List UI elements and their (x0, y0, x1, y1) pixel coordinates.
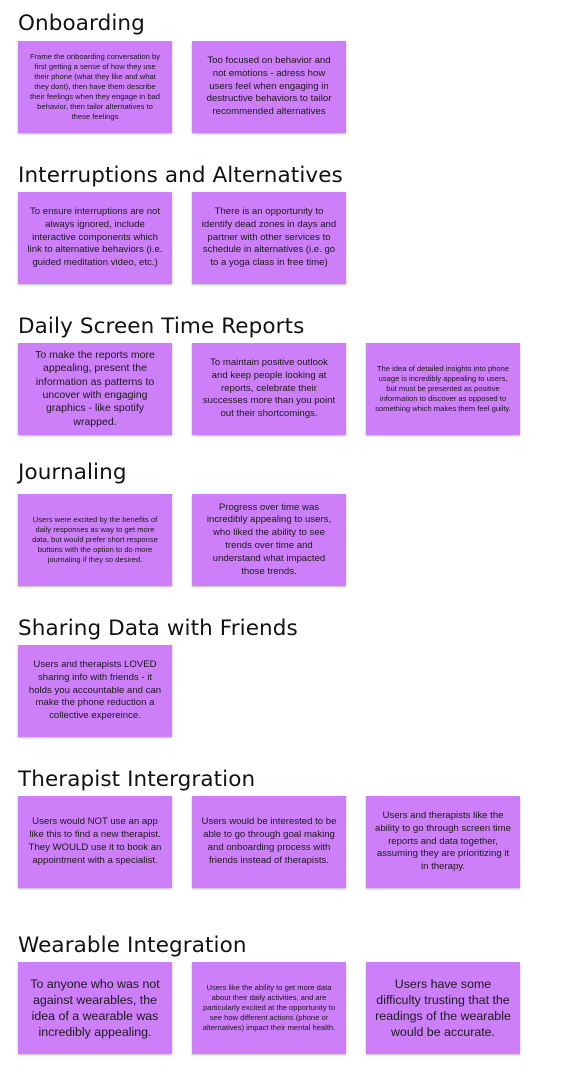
sticky-note[interactable]: Progress over time was incredibly appeal… (192, 494, 346, 586)
sticky-note[interactable]: Users would NOT use an app like this to … (18, 796, 172, 888)
section-heading-journaling: Journaling (18, 460, 127, 485)
sticky-note-text: Too focused on behavior and not emotions… (206, 55, 332, 118)
section-heading-sharing-data: Sharing Data with Friends (18, 616, 298, 641)
sticky-note[interactable]: To anyone who was not against wearables,… (18, 962, 172, 1054)
sticky-note[interactable]: To ensure interruptions are not always i… (18, 192, 172, 284)
sticky-note-text: Users and therapists like the ability to… (375, 810, 511, 873)
sticky-note[interactable]: To make the reports more appealing, pres… (18, 343, 172, 435)
sticky-note-text: The idea of detailed insights into phone… (375, 363, 511, 414)
sticky-note-text: Progress over time was incredibly appeal… (206, 501, 332, 577)
section-heading-interruptions: Interruptions and Alternatives (18, 163, 343, 188)
sticky-note-text: To maintain positive outlook and keep pe… (202, 357, 336, 420)
section-heading-daily-reports: Daily Screen Time Reports (18, 314, 305, 339)
sticky-note-text: Users would be interested to be able to … (201, 816, 337, 866)
sticky-note[interactable]: Too focused on behavior and not emotions… (192, 41, 346, 133)
sticky-note[interactable]: The idea of detailed insights into phone… (366, 343, 520, 435)
sticky-note-text: Users would NOT use an app like this to … (28, 816, 162, 866)
sticky-note-text: Users like the ability to get more data … (202, 982, 336, 1033)
section-heading-wearable-integration: Wearable Integration (18, 933, 247, 958)
sticky-note[interactable]: Frame the onboarding conversation by fir… (18, 41, 172, 133)
sticky-note[interactable]: Users were excited by the benefits of da… (18, 494, 172, 586)
section-heading-therapist-integration: Therapist Intergration (18, 767, 256, 792)
sticky-note[interactable]: To maintain positive outlook and keep pe… (192, 343, 346, 435)
sticky-note-text: There is an opportunity to identify dead… (201, 206, 337, 269)
sticky-note-text: Users have some difficulty trusting that… (375, 976, 511, 1040)
sticky-note-text: To ensure interruptions are not always i… (27, 206, 163, 269)
section-heading-onboarding: Onboarding (18, 11, 145, 36)
sticky-note-text: Users and therapists LOVED sharing info … (28, 659, 162, 722)
sticky-note[interactable]: There is an opportunity to identify dead… (192, 192, 346, 284)
sticky-note-text: To anyone who was not against wearables,… (30, 976, 160, 1040)
sticky-note[interactable]: Users and therapists LOVED sharing info … (18, 645, 172, 737)
sticky-note-text: To make the reports more appealing, pres… (35, 349, 155, 428)
sticky-note[interactable]: Users like the ability to get more data … (192, 962, 346, 1054)
sticky-note[interactable]: Users would be interested to be able to … (192, 796, 346, 888)
sticky-note-text: Frame the onboarding conversation by fir… (29, 51, 161, 122)
sticky-note-text: Users were excited by the benefits of da… (32, 514, 158, 565)
sticky-note[interactable]: Users and therapists like the ability to… (366, 796, 520, 888)
sticky-note[interactable]: Users have some difficulty trusting that… (366, 962, 520, 1054)
